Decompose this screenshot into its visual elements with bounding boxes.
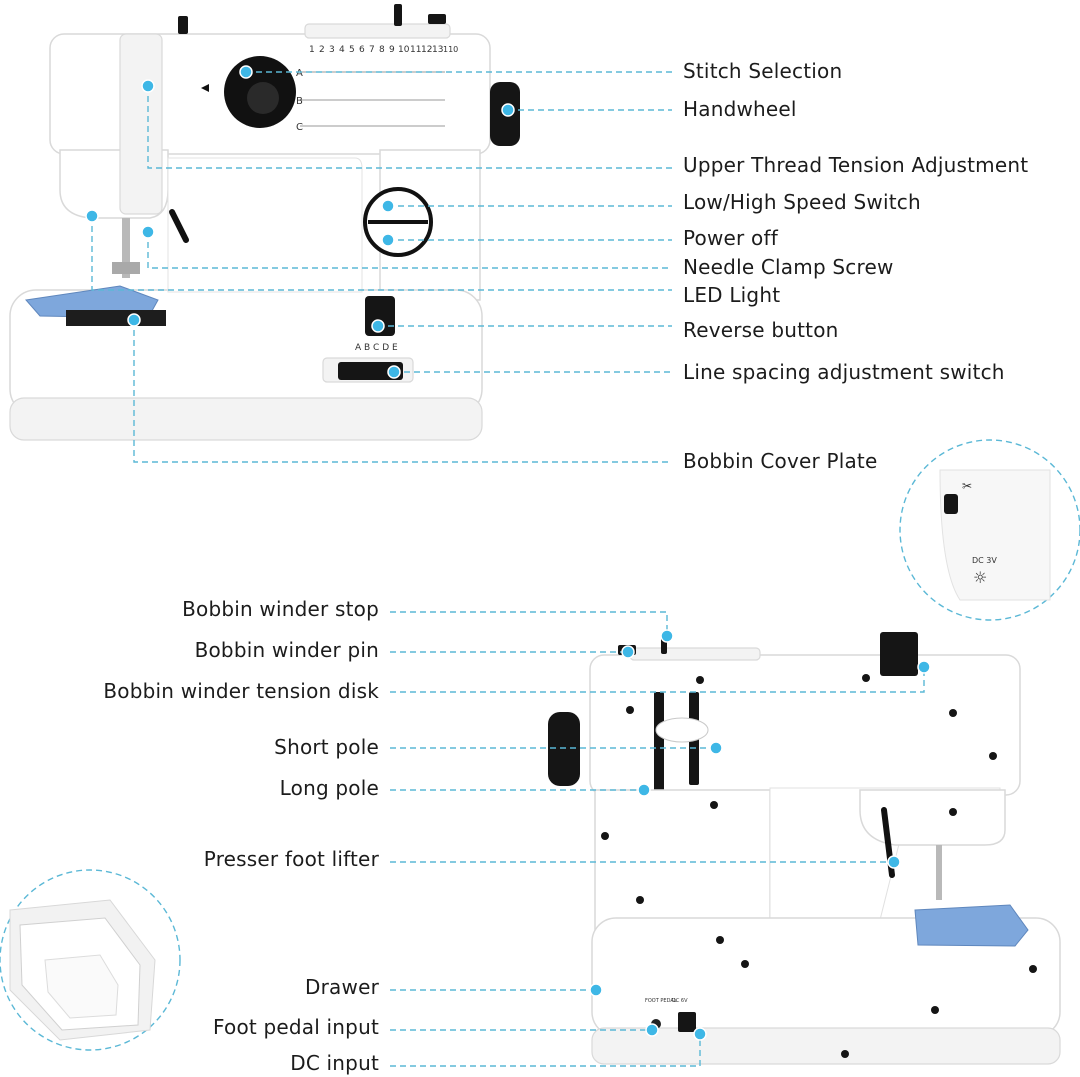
callout-dot — [141, 79, 155, 93]
stitch-row-label: C — [296, 122, 303, 133]
callout-dot — [660, 629, 674, 643]
front-machine — [9, 4, 520, 441]
stitch-number: 10 — [398, 45, 410, 55]
stitch-number: 11 — [410, 45, 421, 55]
callout-dot — [645, 1023, 659, 1037]
zoom-led-detail: ✂ DC 3V ☼ — [899, 439, 1080, 621]
stitch-number: 110 — [443, 45, 458, 54]
callout-dot — [589, 983, 603, 997]
callout-dot — [239, 65, 253, 79]
label-bobbin-winder-stop: Bobbin winder stop — [182, 597, 379, 621]
label-short-pole: Short pole — [274, 735, 379, 759]
callout-dot — [709, 741, 723, 755]
label-long-pole: Long pole — [279, 776, 379, 800]
callout-lines-back — [390, 611, 925, 1067]
callout-dot — [693, 1027, 707, 1041]
label-bobbin-winder-pin: Bobbin winder pin — [194, 638, 379, 662]
label-bobbin-cover-plate: Bobbin Cover Plate — [683, 449, 878, 473]
front-panel-markings: 1 2 3 4 5 6 7 8 9 10 11 12 13 110 A B C … — [296, 45, 458, 353]
callout-dot — [127, 313, 141, 327]
bulb-icon: ☼ — [973, 568, 987, 587]
label-presser-foot-lifter: Presser foot lifter — [203, 847, 379, 871]
stitch-number: 12 — [421, 45, 432, 55]
callout-dot — [637, 783, 651, 797]
callout-dot — [85, 209, 99, 223]
label-speed-switch: Low/High Speed Switch — [683, 190, 921, 214]
back-machine: FOOT PEDAL DC 6V — [548, 632, 1061, 1065]
callout-dot — [371, 319, 385, 333]
callout-dot — [917, 660, 931, 674]
stitch-number: 5 — [349, 45, 355, 55]
stitch-number: 3 — [329, 45, 335, 55]
label-dc-input: DC input — [290, 1051, 379, 1075]
scissors-icon: ✂ — [962, 479, 972, 493]
label-bobbin-winder-tension-disk: Bobbin winder tension disk — [103, 679, 379, 703]
label-foot-pedal-input: Foot pedal input — [213, 1015, 379, 1039]
label-handwheel: Handwheel — [683, 97, 797, 121]
stitch-number: 6 — [359, 45, 365, 55]
label-needle-clamp-screw: Needle Clamp Screw — [683, 255, 894, 279]
dc-tag: DC 6V — [672, 998, 688, 1004]
callout-dots-front — [85, 65, 515, 379]
stitch-number: 1 — [309, 45, 315, 55]
callout-dot — [381, 233, 395, 247]
stitch-number: 8 — [379, 45, 385, 55]
stitch-number: 7 — [369, 45, 375, 55]
stitch-number: 4 — [339, 45, 345, 55]
label-drawer: Drawer — [305, 975, 379, 999]
foot-pedal-tag: FOOT PEDAL — [645, 998, 677, 1004]
callout-dot — [621, 645, 635, 659]
callout-lines-front — [91, 71, 672, 463]
callout-dot — [381, 199, 395, 213]
stitch-number: 9 — [389, 45, 395, 55]
callout-dot — [141, 225, 155, 239]
label-power-off: Power off — [683, 226, 778, 250]
stitch-number: 2 — [319, 45, 325, 55]
callout-dot — [887, 855, 901, 869]
label-reverse-button: Reverse button — [683, 318, 839, 342]
label-stitch-selection: Stitch Selection — [683, 59, 843, 83]
zoom-drawer-detail — [0, 869, 181, 1051]
dc-label: DC 3V — [972, 556, 997, 565]
label-led-light: LED Light — [683, 283, 781, 307]
stitch-row-label: A — [296, 68, 303, 79]
line-spacing-letters: A B C D E — [355, 343, 398, 353]
callout-dots-back — [589, 629, 931, 1041]
callout-dot — [501, 103, 515, 117]
label-upper-thread-tension: Upper Thread Tension Adjustment — [683, 153, 1029, 177]
callout-dot — [387, 365, 401, 379]
stitch-row-label: B — [296, 96, 303, 107]
stitch-number: 13 — [432, 45, 443, 55]
label-line-spacing-switch: Line spacing adjustment switch — [683, 360, 1005, 384]
